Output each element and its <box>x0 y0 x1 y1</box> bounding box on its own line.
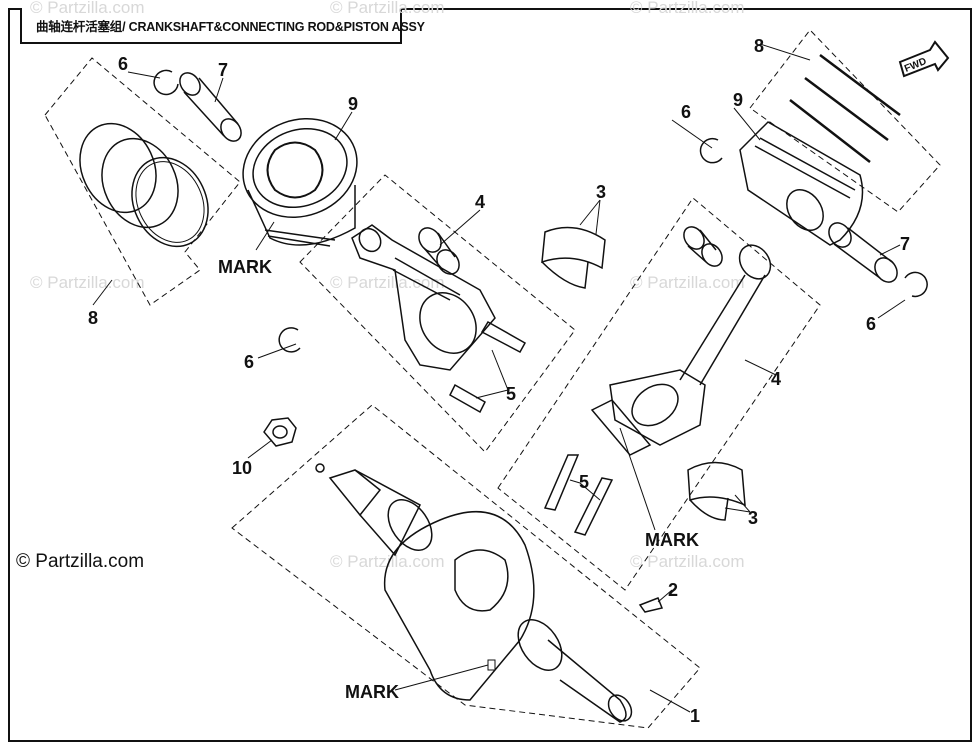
piston-rings-left <box>79 122 209 248</box>
small-end-bushing-left <box>418 227 460 275</box>
bearing-shell-left <box>541 226 606 289</box>
crankshaft <box>328 469 633 723</box>
mark-label: MARK <box>345 682 399 702</box>
woodruff-key <box>315 463 325 473</box>
ring-set-group-right <box>749 29 941 213</box>
callout-3: 3 <box>596 182 606 202</box>
callout-4: 4 <box>475 192 485 212</box>
callout-10: 10 <box>232 458 252 478</box>
crankshaft-group <box>231 404 701 729</box>
circlip-icon <box>699 137 723 164</box>
watermark: © Partzilla.com <box>330 273 445 292</box>
conrod-bolts-right <box>543 454 614 536</box>
mark-label: MARK <box>218 257 272 277</box>
callout-labels: 6 7 9 4 3 8 6 5 10 6 9 8 7 6 4 5 3 2 1 M… <box>88 36 928 726</box>
connecting-rod-right <box>590 244 772 456</box>
thrust-washer <box>638 597 664 613</box>
conrod-bolts-left <box>449 320 527 414</box>
bearing-shell-right <box>687 461 746 521</box>
callout-7: 7 <box>900 234 910 254</box>
mark-label: MARK <box>645 530 699 550</box>
piston-rings-right <box>789 54 901 163</box>
watermark: © Partzilla.com <box>330 0 445 17</box>
watermark: © Partzilla.com <box>630 552 745 571</box>
copyright-text: © Partzilla.com <box>16 551 145 572</box>
callout-6: 6 <box>118 54 128 74</box>
diagram-frame <box>8 8 972 742</box>
watermark: © Partzilla.com <box>630 0 745 17</box>
watermark: © Partzilla.com <box>330 552 445 571</box>
conrod-group-right <box>497 197 821 591</box>
watermark: © Partzilla.com <box>630 273 745 292</box>
circlip-icon <box>278 327 301 353</box>
circlip-icon <box>153 69 179 96</box>
diagram-title: 曲轴连杆活塞组/ CRANKSHAFT&CONNECTING ROD&PISTO… <box>20 8 425 44</box>
callout-7: 7 <box>218 60 228 80</box>
callout-6: 6 <box>681 102 691 122</box>
watermark: © Partzilla.com <box>30 0 145 17</box>
conrod-group-left <box>299 174 576 453</box>
callout-5: 5 <box>506 384 516 404</box>
fwd-arrow-icon <box>898 40 950 78</box>
callout-3: 3 <box>748 508 758 528</box>
leader-lines <box>92 43 906 713</box>
piston-pin-right <box>828 222 898 283</box>
ring-set-group-left <box>44 57 241 306</box>
crankshaft-nut <box>263 417 297 447</box>
callout-8: 8 <box>754 36 764 56</box>
callout-6: 6 <box>244 352 254 372</box>
callout-9: 9 <box>733 90 743 110</box>
piston-left <box>242 117 358 247</box>
connecting-rod-left <box>351 224 496 371</box>
callout-4: 4 <box>771 369 781 389</box>
callout-6: 6 <box>866 314 876 334</box>
piston-pin-left <box>179 72 242 142</box>
circlip-icon <box>904 271 928 298</box>
small-end-bushing-right <box>683 226 723 267</box>
callout-9: 9 <box>348 94 358 114</box>
group-outlines <box>44 29 941 729</box>
watermark: © Partzilla.com <box>30 273 145 292</box>
callout-1: 1 <box>690 706 700 726</box>
callout-5: 5 <box>579 472 589 492</box>
callout-2: 2 <box>668 580 678 600</box>
piston-right <box>739 121 864 246</box>
callout-8: 8 <box>88 308 98 328</box>
